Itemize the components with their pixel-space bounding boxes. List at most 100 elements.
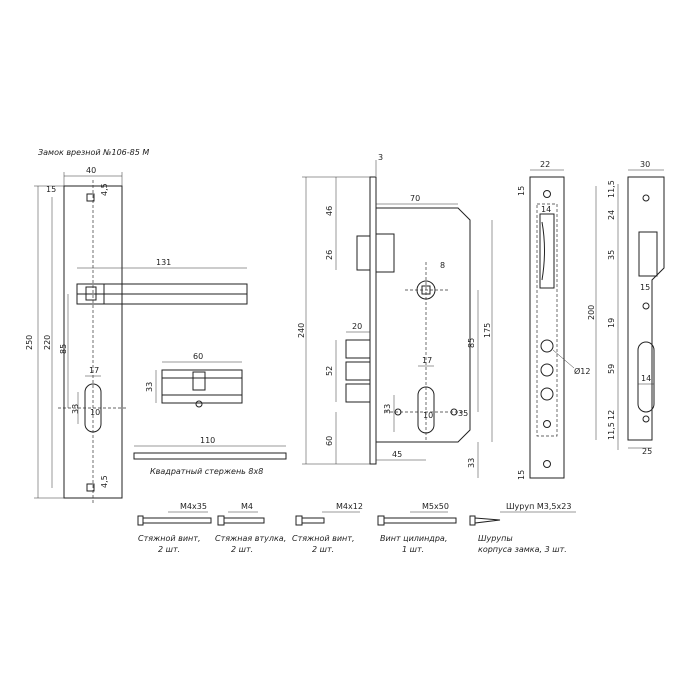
dim-strike-slot-width: 14 (641, 374, 651, 383)
strike-top-screw (642, 194, 650, 202)
square-spindle (133, 452, 287, 460)
dim-cyl-width: 17 (89, 366, 99, 375)
spindle-view: 110 Квадратный стержень 8х8 (133, 436, 287, 476)
faceplate-front (529, 176, 565, 479)
part-4-qty: 1 шт. (402, 545, 424, 554)
dim-faceplate-bottom: 15 (517, 470, 526, 480)
part-1-code: M4x35 (180, 502, 207, 511)
dim-faceplate-thickness: 3 (378, 153, 383, 162)
dim-strike-latch-offset: 24 (607, 210, 616, 220)
dim-cyl-from-bottom: 60 (325, 436, 334, 446)
dim-strike-bottom: 11,5 (607, 422, 616, 440)
lock-cylinder-hole (417, 386, 435, 434)
part-3-code: M4x12 (336, 502, 363, 511)
dim-strike-latch-height: 35 (607, 250, 616, 260)
deadbolt-1 (345, 339, 371, 359)
part-screw-m5x50: M5x50 Винт цилиндра, 1 шт. (377, 502, 457, 554)
part-2-label: Стяжная втулка, (215, 534, 286, 543)
dim-strike-slot-offset: 19 (607, 318, 616, 328)
dim-bottom-hole: 4,5 (100, 475, 109, 488)
part-4-code: M5x50 (422, 502, 449, 511)
dim-strike-bottom-screw: 12 (607, 410, 616, 420)
cylinder-cam (192, 371, 206, 391)
dim-latch-width: 14 (541, 205, 551, 214)
strike-plate (627, 176, 665, 441)
dim-case-height: 175 (483, 323, 492, 338)
bolt-hole-3 (540, 387, 554, 401)
drawing-title: Замок врезной №106-85 M (38, 148, 149, 157)
dim-top-offset: 15 (46, 185, 56, 194)
latch-strike-opening (638, 231, 658, 277)
latch-bolt (356, 235, 371, 271)
lock-body-view: 3 70 46 26 8 240 175 20 52 17 85 33 10 3… (297, 153, 493, 478)
faceplate-front-view: 22 15 14 Ø12 15 (517, 160, 590, 480)
part-3-qty: 2 шт. (312, 545, 334, 554)
part-wood-screw: Шуруп М3,5х23 Шурупы корпуса замка, 3 шт… (469, 502, 576, 554)
dim-lock-cyl-radius: 10 (423, 411, 433, 420)
parts-list: M4x35 Стяжной винт, 2 шт. M4 Стяжная вту… (137, 502, 576, 554)
dim-strike-screw-offset: 15 (640, 283, 650, 292)
dim-faceplate-width: 22 (540, 160, 550, 169)
part-5-qty: корпуса замка, 3 шт. (478, 545, 567, 554)
dim-cyl-radius: 10 (90, 408, 100, 417)
dim-spindle-square: 8 (440, 261, 445, 270)
part-5-label: Шурупы (478, 534, 513, 543)
part-screw-m4x35: M4x35 Стяжной винт, 2 шт. (137, 502, 212, 554)
strike-bottom-screw (642, 415, 650, 423)
dim-strike-slot-height: 59 (607, 364, 616, 374)
cylinder-body (161, 369, 243, 404)
faceplate-side (369, 176, 377, 465)
dim-lock-screws: 35 (458, 409, 468, 418)
dim-lock-cyl-height: 33 (383, 404, 392, 414)
dim-lock-backset: 85 (467, 338, 476, 348)
dim-strike-top: 11,5 (607, 180, 616, 198)
bolt-hole-2 (540, 363, 554, 377)
part-screw-m4x12: M4x12 Стяжной винт, 2 шт. (292, 502, 363, 554)
dim-cylinder-height: 33 (145, 382, 154, 392)
dim-latch-offset: 46 (325, 206, 334, 216)
part-4-label: Винт цилиндра, (380, 534, 447, 543)
dim-faceplate-top: 15 (517, 186, 526, 196)
part-3-label: Стяжной винт, (292, 534, 354, 543)
dim-plate-width: 40 (86, 166, 96, 175)
dim-spindle-length: 110 (200, 436, 215, 445)
dim-bolts-height: 52 (325, 366, 334, 376)
dim-bolt-diameter: Ø12 (574, 366, 590, 376)
cylinder-view: 60 33 (145, 352, 243, 408)
part-2-code: M4 (241, 502, 253, 511)
deadbolt-2 (345, 361, 371, 381)
part-1-qty: 2 шт. (158, 545, 180, 554)
bolt-strike-slot (637, 341, 655, 413)
deadbolt-3 (345, 383, 371, 403)
dim-strike-bottom-width: 25 (642, 447, 652, 456)
dim-cylinder-length: 60 (193, 352, 203, 361)
cylinder-hole (84, 383, 102, 433)
dim-latch-height: 26 (325, 250, 334, 260)
part-1-label: Стяжной винт, (138, 534, 200, 543)
handle-plate-view: 40 250 220 85 15 4,5 4,5 131 17 33 10 (25, 166, 248, 505)
dim-strike-height: 200 (587, 305, 596, 320)
bottom-screw-hole (86, 483, 95, 492)
dim-hole-spacing: 220 (43, 335, 52, 350)
dim-bolt-throw: 20 (352, 322, 362, 331)
top-screw-hole (86, 193, 95, 202)
dim-cyl-backset: 45 (392, 450, 402, 459)
part-sleeve-m4: M4 Стяжная втулка, 2 шт. (215, 502, 286, 554)
dim-case-width: 70 (410, 194, 420, 203)
part-2-qty: 2 шт. (231, 545, 253, 554)
spindle-caption: Квадратный стержень 8х8 (150, 467, 263, 476)
bolt-hole-1 (540, 339, 554, 353)
dim-cyl-height: 33 (71, 404, 80, 414)
dim-backset: 85 (59, 344, 68, 354)
strike-plate-view: 30 11,5 24 35 15 200 19 59 14 12 11,5 25 (587, 160, 665, 456)
dim-plate-height: 250 (25, 335, 34, 350)
dim-lever-length: 131 (156, 258, 171, 267)
faceplate-top-screw (543, 190, 551, 198)
dim-case-bottom: 33 (467, 458, 476, 468)
lock-case (376, 207, 471, 443)
dim-faceplate-height: 240 (297, 323, 306, 338)
dim-top-hole: 4,5 (100, 183, 109, 196)
latch-opening (539, 213, 555, 289)
faceplate-bottom-screw (543, 460, 551, 468)
